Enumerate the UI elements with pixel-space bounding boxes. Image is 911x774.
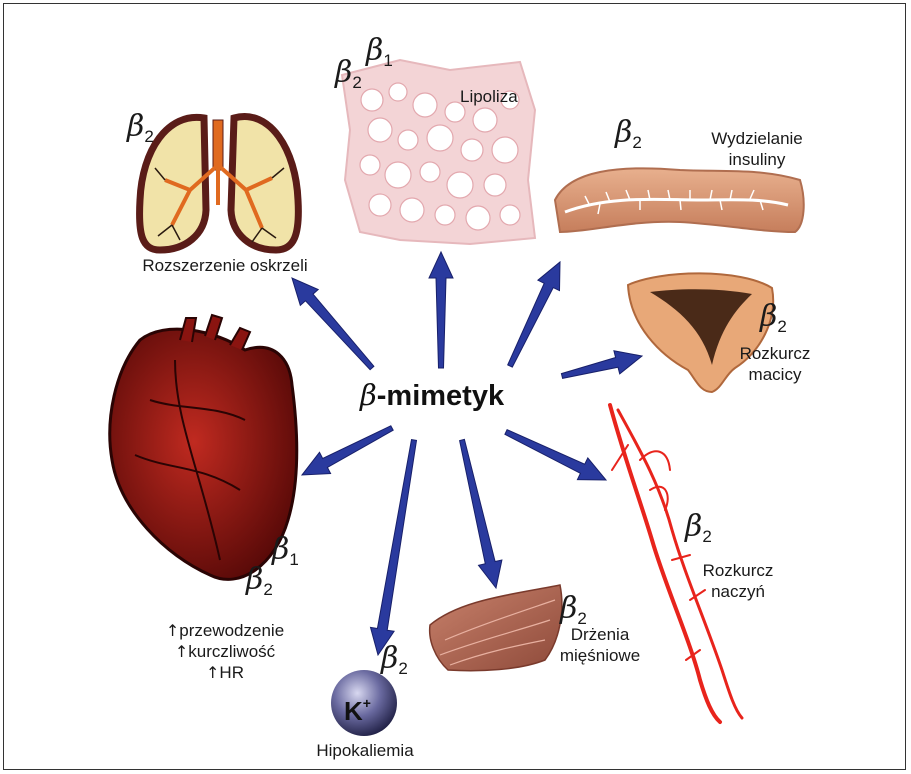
vessels-receptor: β2 <box>685 512 712 552</box>
arrow-to-vessels <box>505 430 606 480</box>
bronchi-receptor: β2 <box>127 112 154 152</box>
center-beta-symbol: β <box>360 378 377 412</box>
heart-effects: ↑przewodzenie ↑kurczliwość ↑HR <box>140 620 310 683</box>
center-mimetyk-text: -mimetyk <box>377 380 504 412</box>
arrow-to-fat <box>429 252 453 368</box>
heart-effect-contractility: ↑kurczliwość <box>140 641 310 662</box>
pancreas-label: Wydzielanie insuliny <box>702 128 812 170</box>
bronchi-label: Rozszerzenie oskrzeli <box>120 255 330 276</box>
arrow-to-pancreas <box>508 262 560 367</box>
fat-receptor-2: β2 <box>335 58 362 98</box>
potassium-symbol: K+ <box>344 688 371 726</box>
vessels-label: Rozkurcz naczyń <box>688 560 788 602</box>
pancreas-illustration <box>555 168 804 232</box>
fat-receptor-1: β1 <box>366 36 393 76</box>
arrow-to-bronchi <box>292 278 374 370</box>
lungs-illustration <box>140 117 299 250</box>
heart-receptor-2: β2 <box>246 565 273 605</box>
fat-label: Lipoliza <box>460 86 540 107</box>
heart-effect-conduction: ↑przewodzenie <box>140 620 310 641</box>
arrow-to-potassium <box>371 440 417 655</box>
heart-effect-hr: ↑HR <box>140 662 310 683</box>
uterus-receptor: β2 <box>760 302 787 342</box>
pancreas-receptor: β2 <box>615 118 642 158</box>
arrow-to-uterus <box>561 351 642 379</box>
muscle-label: Drżenia mięśniowe <box>540 624 660 666</box>
arrows <box>292 252 642 655</box>
arrow-to-muscle <box>460 439 502 588</box>
arrow-to-heart <box>302 426 393 475</box>
heart-illustration <box>110 315 297 579</box>
uterus-label: Rozkurcz macicy <box>725 343 825 385</box>
potassium-receptor: β2 <box>381 644 408 684</box>
potassium-label: Hipokaliemia <box>290 740 440 761</box>
center-label: β-mimetyk <box>360 378 504 413</box>
heart-receptor-1: β1 <box>272 535 299 575</box>
